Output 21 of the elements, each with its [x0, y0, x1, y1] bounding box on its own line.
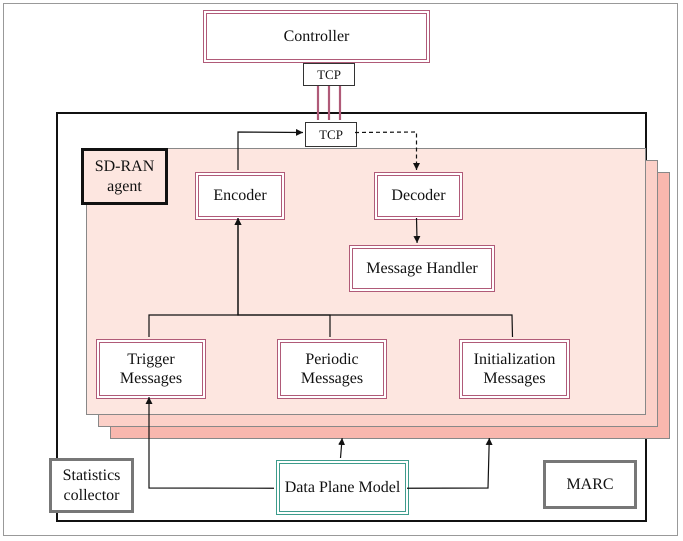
message-box: Initialization Messages	[459, 339, 570, 399]
arrow	[338, 438, 346, 458]
data-plane-box: Data Plane Model	[276, 460, 409, 515]
arrow	[413, 218, 420, 244]
handler-box: Message Handler	[349, 245, 495, 292]
protocol-box: TCP	[305, 122, 357, 147]
arrow	[407, 438, 493, 489]
link-lines	[316, 84, 342, 122]
arrow	[237, 128, 303, 170]
decoder-box: Decoder	[374, 172, 463, 220]
arrow	[355, 131, 420, 170]
agent-heading: SD-RAN agent	[81, 148, 168, 205]
encoder-box: Encoder	[195, 172, 285, 220]
message-box: Periodic Messages	[277, 339, 387, 399]
protocol-box: TCP	[303, 63, 355, 86]
controller-box: Controller	[203, 10, 430, 63]
collector-box: Statistics collector	[49, 458, 134, 513]
arrow	[146, 397, 274, 489]
arrow	[234, 218, 514, 338]
marc-label: MARC	[543, 460, 637, 509]
message-box: Trigger Messages	[96, 339, 206, 399]
